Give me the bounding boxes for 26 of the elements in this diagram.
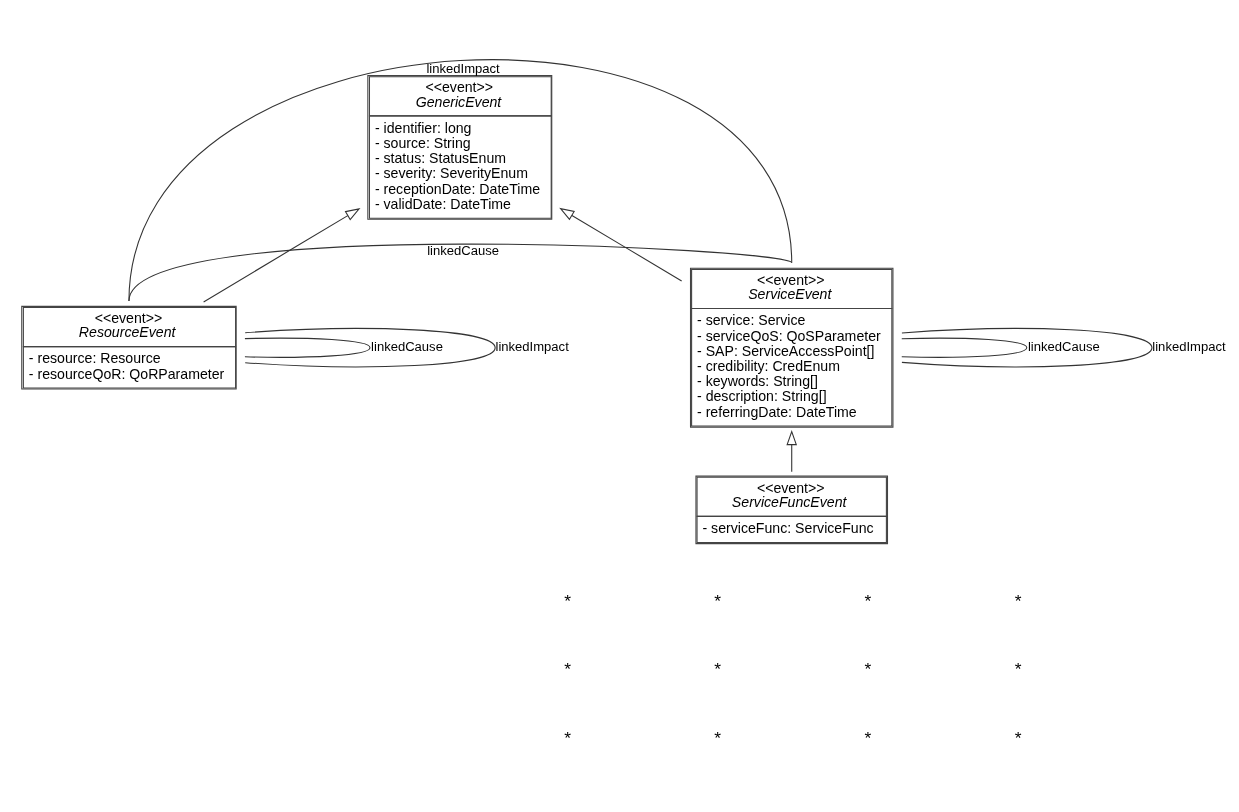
connector xyxy=(244,337,371,358)
label: * xyxy=(714,590,722,611)
arrow xyxy=(559,207,683,281)
label: * xyxy=(564,727,571,748)
label: * xyxy=(1014,590,1022,611)
connector xyxy=(901,337,1028,358)
label: * xyxy=(564,658,571,679)
edge-label: linkedCause xyxy=(371,338,443,354)
arrow xyxy=(203,207,361,302)
label: * xyxy=(564,590,571,611)
label: * xyxy=(864,727,872,748)
label: * xyxy=(1014,727,1022,748)
connector xyxy=(901,327,1153,367)
edge-label: linkedImpact xyxy=(495,338,569,354)
edge-label: linkedCause xyxy=(1027,338,1100,354)
label: * xyxy=(1014,658,1022,679)
edge-label: linkedImpact xyxy=(426,60,500,76)
arrow xyxy=(786,429,798,472)
label: * xyxy=(864,658,872,679)
edge-label: linkedCause xyxy=(427,242,499,258)
edge-label: linkedImpact xyxy=(1152,338,1226,354)
label: * xyxy=(714,658,722,679)
connector xyxy=(128,59,793,301)
label: * xyxy=(864,590,872,611)
label: * xyxy=(714,727,722,748)
connector xyxy=(244,327,496,367)
